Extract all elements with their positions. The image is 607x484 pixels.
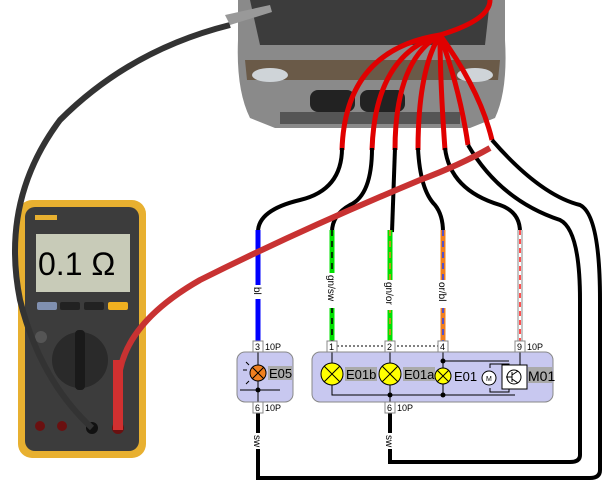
lamp-e01-icon — [434, 367, 452, 385]
red-probe-lead[interactable] — [115, 145, 492, 429]
harness-black-wires — [256, 138, 602, 480]
wire-label-sw-main: sw — [383, 435, 394, 448]
wire-label-or-bl: or/bl — [436, 282, 447, 301]
meter-jack-a — [35, 421, 45, 431]
wire-label-sw-left: sw — [251, 435, 262, 448]
multimeter-reading: 0.1 Ω — [38, 246, 115, 282]
module-e05: E05 — [236, 351, 294, 403]
meter-button-4[interactable] — [108, 302, 128, 310]
lamp-e05-icon — [243, 361, 267, 385]
wire-label-gn-sw: gn/sw — [325, 275, 336, 302]
lamp-e01b-icon — [320, 362, 344, 386]
svg-text:4: 4 — [440, 342, 445, 352]
pin-main-9: 9 10P — [514, 340, 543, 353]
motor-icon: M — [481, 370, 497, 386]
red-probe-plug — [113, 360, 123, 430]
pin-main-4: 4 — [437, 340, 449, 353]
pin-e05-3: 3 10P — [252, 340, 281, 353]
multimeter-display — [36, 234, 130, 292]
svg-text:6: 6 — [255, 403, 260, 413]
svg-text:10P: 10P — [265, 403, 281, 413]
wire-label-bl: bl — [251, 287, 262, 295]
label-e05: E05 — [269, 366, 292, 381]
transistor-icon — [501, 364, 528, 390]
svg-text:10P: 10P — [265, 342, 281, 352]
meter-jack-ma — [57, 421, 67, 431]
meter-button-2[interactable] — [60, 302, 80, 310]
pin-main-6: 6 10P — [384, 401, 413, 414]
svg-text:2: 2 — [387, 342, 392, 352]
svg-text:10P: 10P — [397, 403, 413, 413]
meter-button-1[interactable] — [37, 302, 57, 310]
svg-text:3: 3 — [255, 342, 260, 352]
label-e01a: E01a — [404, 367, 435, 382]
label-m01: M01 — [528, 368, 555, 384]
label-e01b: E01b — [346, 367, 376, 382]
black-probe-lead[interactable] — [12, 22, 231, 431]
svg-text:1: 1 — [329, 342, 334, 352]
label-e01: E01 — [454, 369, 477, 384]
pin-e05-6: 6 10P — [252, 401, 281, 414]
harness-red-wires — [339, 0, 495, 151]
lamp-e01a-icon — [378, 362, 402, 386]
svg-text:9: 9 — [517, 342, 522, 352]
svg-text:6: 6 — [387, 403, 392, 413]
pin-main-2: 2 — [384, 340, 396, 353]
meter-button-3[interactable] — [84, 302, 104, 310]
pin-main-1: 1 — [326, 340, 338, 353]
module-main: E01b E01a E01 M M01 — [311, 351, 555, 403]
svg-text:10P: 10P — [527, 342, 543, 352]
svg-text:M: M — [486, 376, 492, 383]
black-probe-tip[interactable] — [225, 5, 272, 25]
wire-label-gn-or: gn/or — [383, 282, 394, 305]
